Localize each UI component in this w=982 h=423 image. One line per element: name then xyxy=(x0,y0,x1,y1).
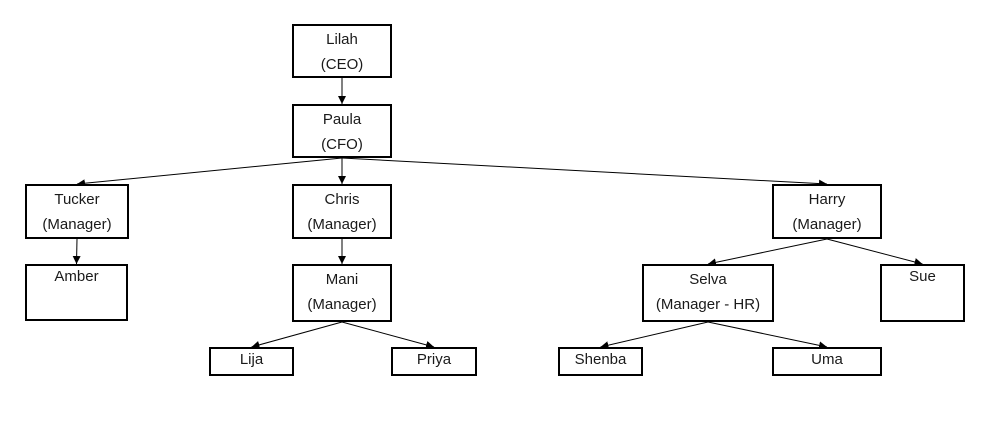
node-shenba-name: Shenba xyxy=(574,351,627,368)
node-uma: Uma xyxy=(772,347,882,376)
node-mani-name: Mani xyxy=(325,271,359,288)
node-priya: Priya xyxy=(391,347,477,376)
node-chris-name: Chris xyxy=(324,191,360,208)
connector-selva-to-shenba xyxy=(600,321,709,350)
node-tucker: Tucker (Manager) xyxy=(25,184,129,239)
node-selva-name: Selva xyxy=(689,271,727,288)
node-mani: Mani (Manager) xyxy=(292,264,392,322)
node-sue-name: Sue xyxy=(909,268,936,285)
node-priya-name: Priya xyxy=(416,351,452,368)
node-amber: Amber xyxy=(25,264,128,321)
connector-paula-to-harry xyxy=(341,157,828,188)
node-mani-role: (Manager) xyxy=(307,296,377,313)
node-shenba: Shenba xyxy=(558,347,643,376)
node-lilah-role: (CEO) xyxy=(320,56,364,73)
node-tucker-role: (Manager) xyxy=(42,216,112,233)
connector-harry-to-selva xyxy=(707,238,828,267)
node-lilah-name: Lilah xyxy=(326,31,358,48)
node-tucker-name: Tucker xyxy=(54,191,100,208)
node-lija: Lija xyxy=(209,347,294,376)
node-lilah: Lilah (CEO) xyxy=(292,24,392,78)
connector-mani-to-priya xyxy=(341,321,435,349)
node-paula: Paula (CFO) xyxy=(292,104,392,158)
node-paula-name: Paula xyxy=(322,111,362,128)
connector-mani-to-lija xyxy=(251,321,343,349)
node-uma-name: Uma xyxy=(811,351,843,368)
node-chris-role: (Manager) xyxy=(307,216,377,233)
node-lija-name: Lija xyxy=(239,351,264,368)
connector-tucker-to-amber xyxy=(72,238,81,265)
node-paula-role: (CFO) xyxy=(321,136,363,153)
node-harry-name: Harry xyxy=(808,191,846,208)
connector-paula-to-tucker xyxy=(76,157,343,188)
node-harry-role: (Manager) xyxy=(792,216,862,233)
node-chris: Chris (Manager) xyxy=(292,184,392,239)
node-selva-role: (Manager - HR) xyxy=(655,296,761,313)
node-harry: Harry (Manager) xyxy=(772,184,882,239)
connector-harry-to-sue xyxy=(826,238,923,266)
node-selva: Selva (Manager - HR) xyxy=(642,264,774,322)
connector-selva-to-uma xyxy=(707,321,828,350)
node-amber-name: Amber xyxy=(54,268,99,285)
node-sue: Sue xyxy=(880,264,965,322)
